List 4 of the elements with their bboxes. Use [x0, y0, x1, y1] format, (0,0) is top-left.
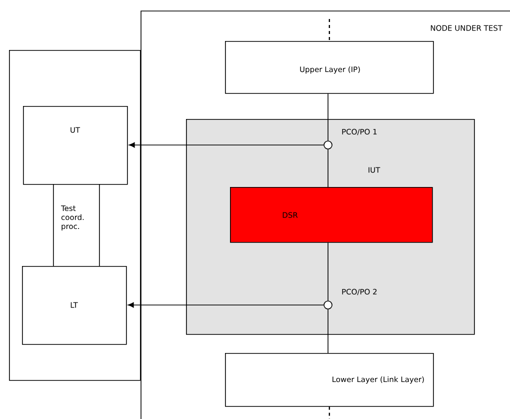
arrow	[128, 142, 324, 148]
connector-line	[328, 19, 330, 41]
connector-line	[328, 406, 330, 419]
arrow	[128, 302, 324, 308]
